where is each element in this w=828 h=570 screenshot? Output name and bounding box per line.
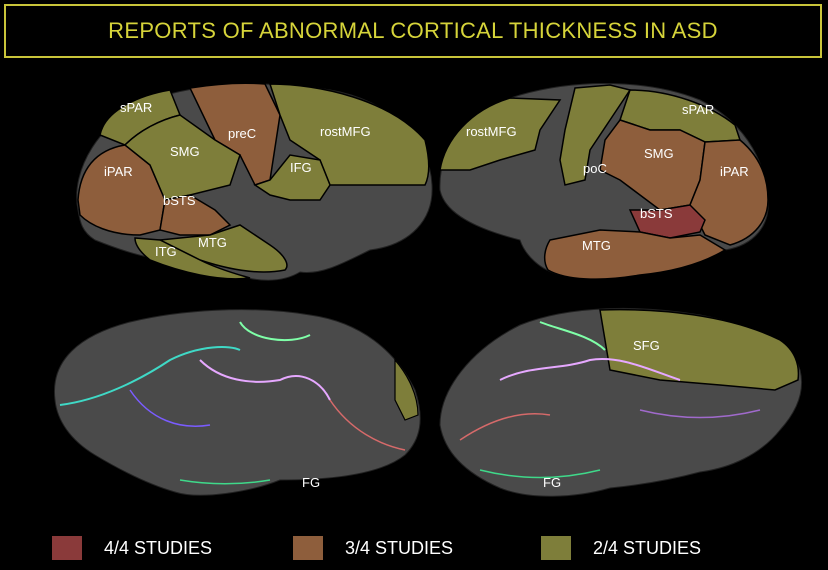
label-left-smg: SMG <box>170 144 200 159</box>
legend-label-4-of-4: 4/4 STUDIES <box>104 538 212 559</box>
region-right-mtg <box>545 230 725 279</box>
legend-swatch-4-of-4 <box>52 536 82 560</box>
label-left-bsts: bSTS <box>163 193 196 208</box>
label-right-mtg: MTG <box>582 238 611 253</box>
legend-item-2-of-4: 2/4 STUDIES <box>541 536 701 560</box>
legend-item-3-of-4: 3/4 STUDIES <box>293 536 453 560</box>
label-left-spar: sPAR <box>120 100 152 115</box>
label-left-itg: ITG <box>155 244 177 259</box>
left-medial-brain: FG <box>54 310 420 496</box>
left-medial-cortex <box>54 310 420 496</box>
label-left-fg: FG <box>302 475 320 490</box>
label-left-ifg: IFG <box>290 160 312 175</box>
brain-figure: sPAR preC rostMFG iPAR SMG IFG bSTS MTG … <box>0 60 828 520</box>
label-left-prec: preC <box>228 126 256 141</box>
legend: 4/4 STUDIES 3/4 STUDIES 2/4 STUDIES <box>0 530 828 570</box>
label-right-rostmfg: rostMFG <box>466 124 517 139</box>
label-right-poc: poC <box>583 161 607 176</box>
title-bar: REPORTS OF ABNORMAL CORTICAL THICKNESS I… <box>4 4 822 58</box>
legend-item-4-of-4: 4/4 STUDIES <box>52 536 212 560</box>
label-right-fg: FG <box>543 475 561 490</box>
right-medial-brain: SFG FG <box>440 308 802 496</box>
label-right-sfg: SFG <box>633 338 660 353</box>
label-left-mtg: MTG <box>198 235 227 250</box>
legend-swatch-3-of-4 <box>293 536 323 560</box>
legend-label-3-of-4: 3/4 STUDIES <box>345 538 453 559</box>
left-lateral-brain: sPAR preC rostMFG iPAR SMG IFG bSTS MTG … <box>77 83 432 280</box>
label-left-rostmfg: rostMFG <box>320 124 371 139</box>
legend-label-2-of-4: 2/4 STUDIES <box>593 538 701 559</box>
legend-swatch-2-of-4 <box>541 536 571 560</box>
right-lateral-brain: rostMFG sPAR poC SMG iPAR bSTS MTG <box>440 84 768 280</box>
figure-title: REPORTS OF ABNORMAL CORTICAL THICKNESS I… <box>108 18 718 44</box>
label-right-smg: SMG <box>644 146 674 161</box>
label-left-ipar: iPAR <box>104 164 133 179</box>
label-right-ipar: iPAR <box>720 164 749 179</box>
label-right-spar: sPAR <box>682 102 714 117</box>
label-right-bsts: bSTS <box>640 206 673 221</box>
